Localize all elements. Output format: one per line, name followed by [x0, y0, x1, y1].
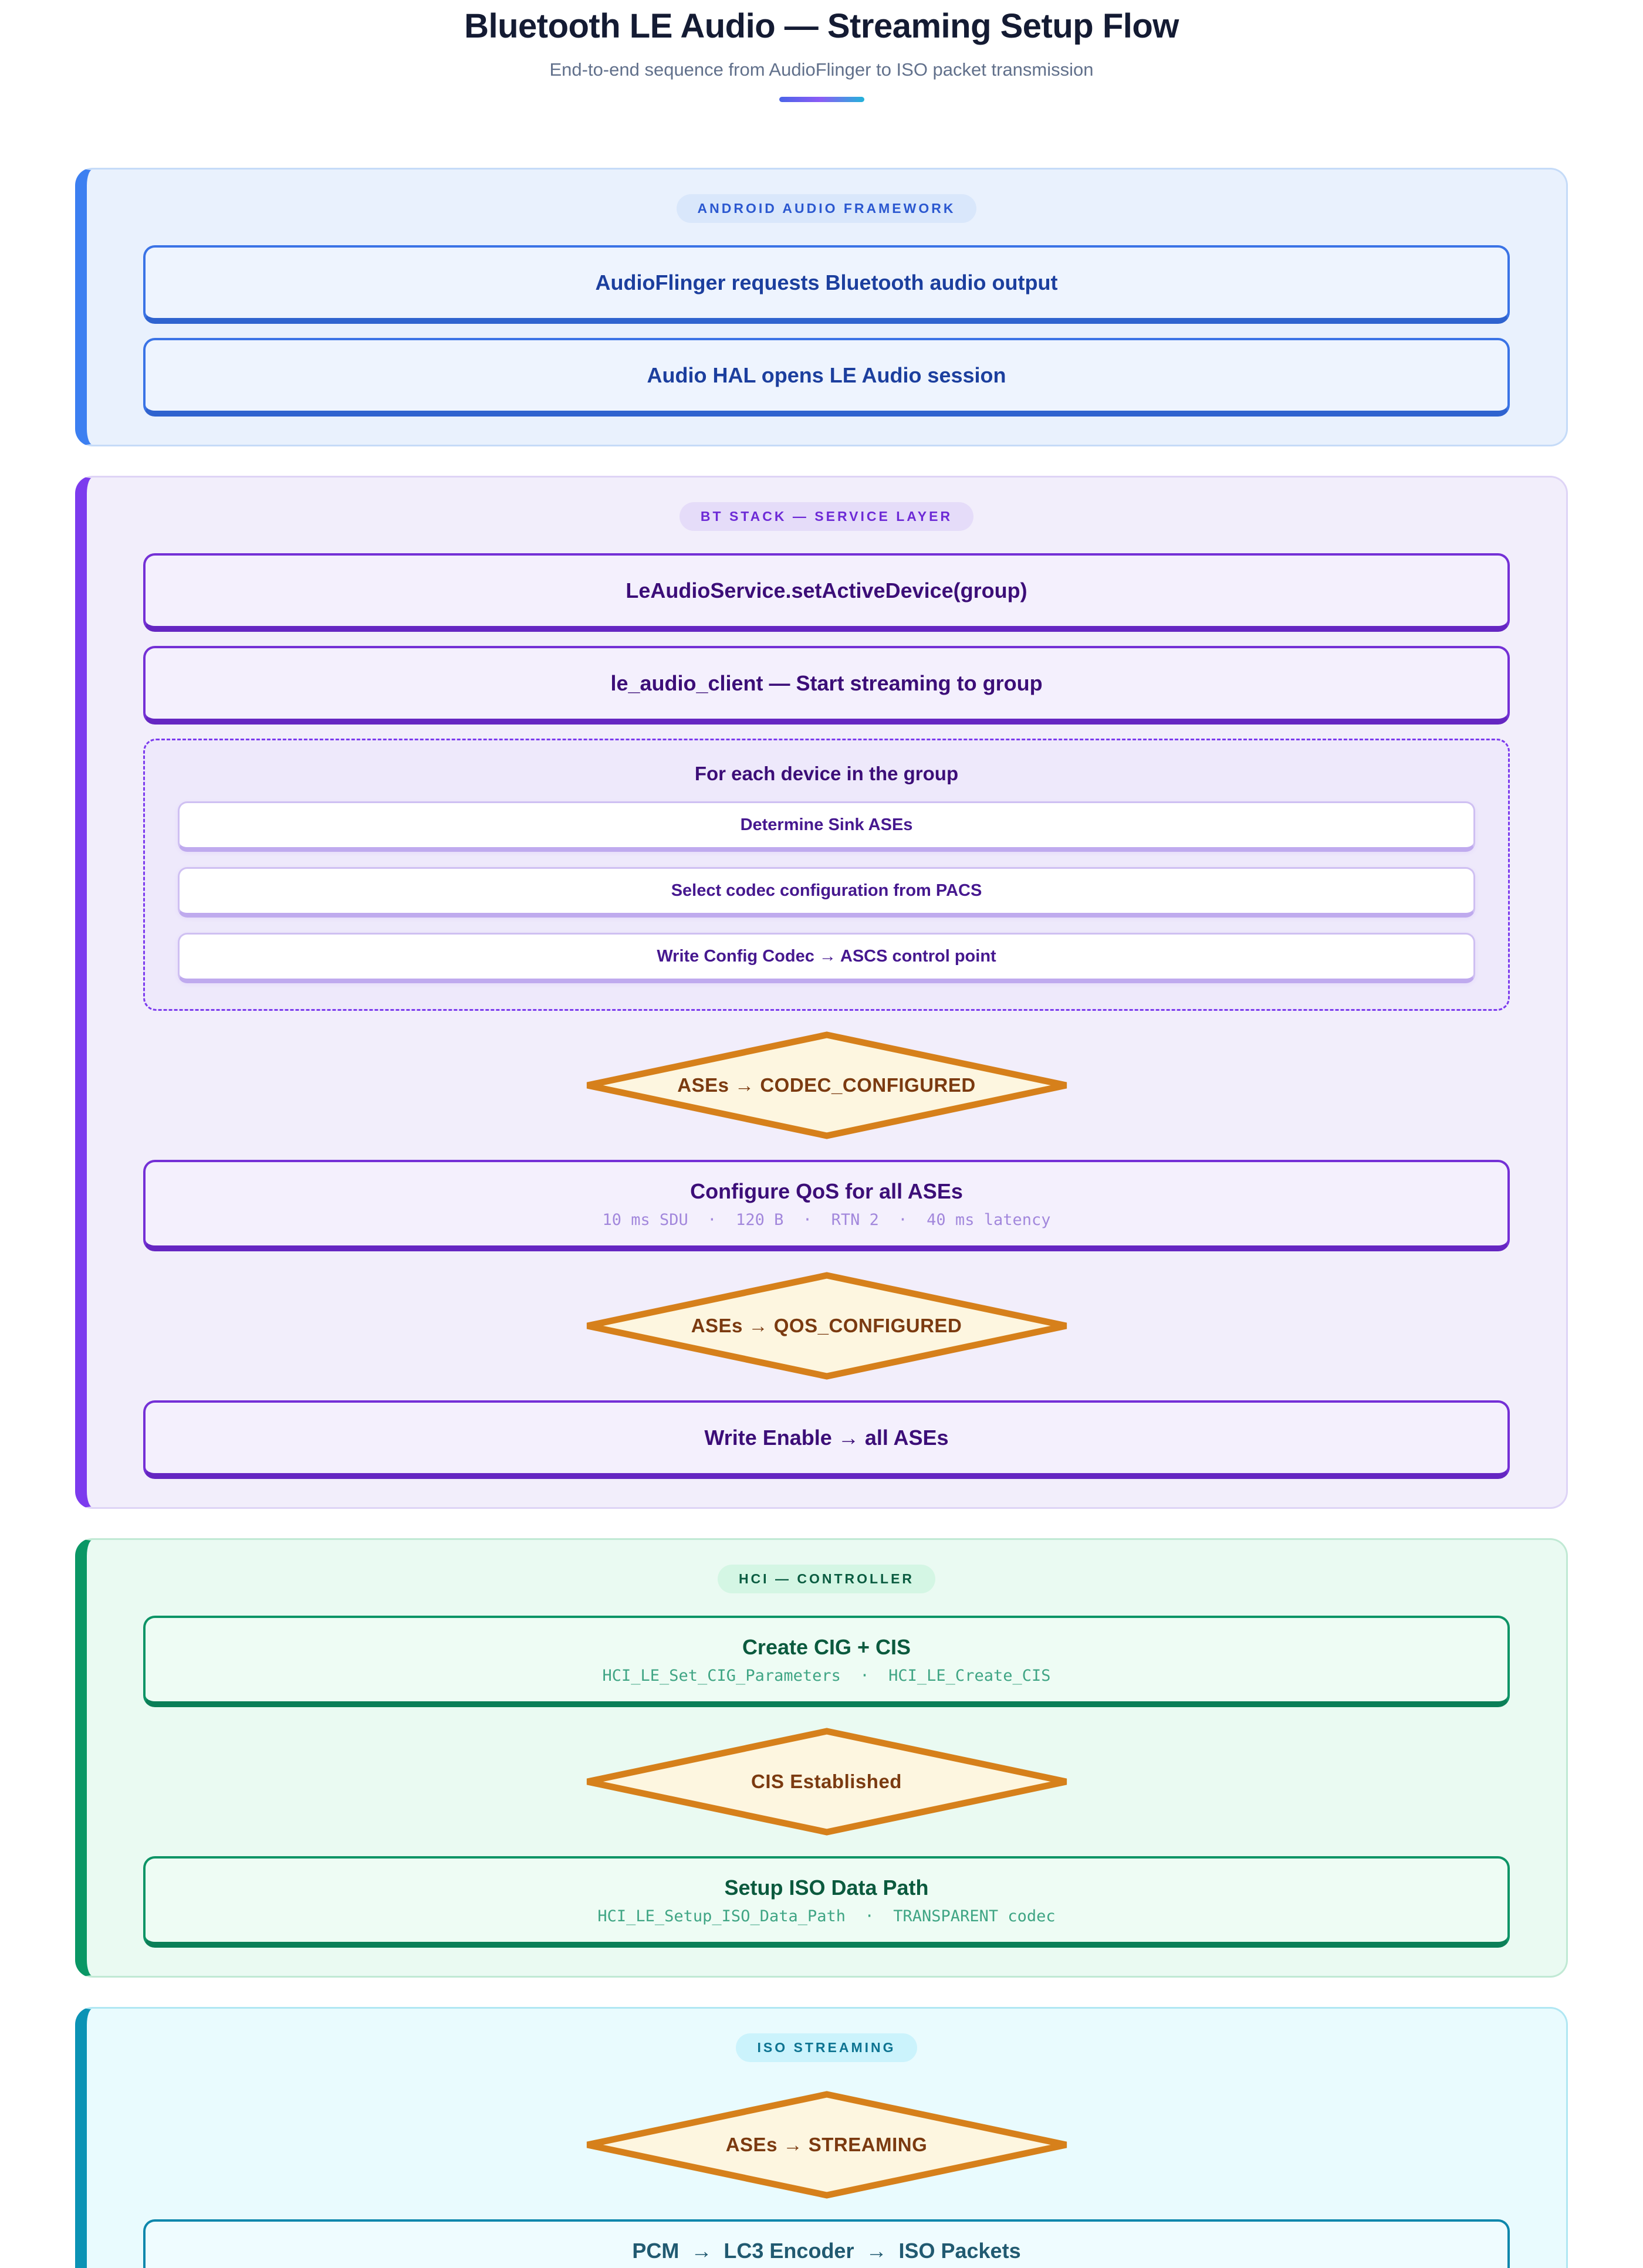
- decision-label: ASEs → QOS_CONFIGURED: [691, 1314, 962, 1336]
- step-stack: LeAudioService.setActiveDevice(group) le…: [143, 553, 1510, 1479]
- decision-ases-streaming: ASEs → STREAMING: [580, 2089, 1073, 2201]
- step-stack: AudioFlinger requests Bluetooth audio ou…: [143, 245, 1510, 417]
- diamond-shape-icon: [586, 2091, 1067, 2199]
- step-stack: Create CIG + CIS HCI_LE_Set_CIG_Paramete…: [143, 1615, 1510, 1948]
- section-badge: ANDROID AUDIO FRAMEWORK: [676, 194, 977, 223]
- decision-label: CIS Established: [751, 1771, 902, 1793]
- step-detail: 10 ms SDU · 120 B · RTN 2 · 40 ms latenc…: [602, 1210, 1051, 1229]
- step-audio-hal-session: Audio HAL opens LE Audio session: [143, 337, 1510, 417]
- step-title: Setup ISO Data Path: [724, 1876, 929, 1900]
- gradient-divider: [779, 96, 864, 102]
- loop-step-determine-sink-ases: Determine Sink ASEs: [178, 801, 1475, 852]
- section-bt-stack-service-layer: BT STACK — SERVICE LAYER LeAudioService.…: [75, 475, 1568, 1509]
- loop-title: For each device in the group: [694, 762, 959, 784]
- decision-label: ASEs → STREAMING: [725, 2134, 928, 2156]
- step-write-enable: Write Enable → all ASEs: [143, 1400, 1510, 1479]
- step-title: LeAudioService.setActiveDevice(group): [626, 578, 1027, 603]
- section-badge: BT STACK — SERVICE LAYER: [679, 502, 974, 531]
- loop-step-stack: Determine Sink ASEs Select codec configu…: [178, 801, 1475, 983]
- step-audioflinger-request: AudioFlinger requests Bluetooth audio ou…: [143, 245, 1510, 324]
- diamond-shape-icon: [586, 1272, 1067, 1380]
- step-set-active-device: LeAudioService.setActiveDevice(group): [143, 553, 1510, 632]
- step-configure-qos: Configure QoS for all ASEs 10 ms SDU · 1…: [143, 1159, 1510, 1251]
- step-title: Write Enable → all ASEs: [704, 1426, 949, 1450]
- section-badge-row: ISO STREAMING: [143, 2033, 1510, 2063]
- step-detail: HCI_LE_Setup_ISO_Data_Path · TRANSPARENT…: [597, 1907, 1056, 1926]
- step-title: Audio HAL opens LE Audio session: [647, 363, 1006, 388]
- section-iso-streaming: ISO STREAMING ASEs → STREAMING PCM → LC3…: [75, 2007, 1568, 2268]
- decision-qos-configured: ASEs → QOS_CONFIGURED: [580, 1270, 1073, 1382]
- decision-codec-configured: ASEs → CODEC_CONFIGURED: [580, 1030, 1073, 1141]
- page-subtitle: End-to-end sequence from AudioFlinger to…: [549, 59, 1094, 80]
- section-badge: ISO STREAMING: [736, 2033, 917, 2063]
- step-pcm-lc3-iso: PCM → LC3 Encoder → ISO Packets Every 10…: [143, 2219, 1510, 2268]
- section-badge-row: BT STACK — SERVICE LAYER: [143, 502, 1510, 531]
- loop-step-write-config-codec: Write Config Codec → ASCS control point: [178, 932, 1475, 983]
- step-title: le_audio_client — Start streaming to gro…: [610, 671, 1043, 696]
- step-title: PCM → LC3 Encoder → ISO Packets: [632, 2239, 1021, 2263]
- section-badge: HCI — CONTROLLER: [717, 1564, 936, 1593]
- decision-cis-established: CIS Established: [580, 1726, 1073, 1837]
- diagram-header: Bluetooth LE Audio — Streaming Setup Flo…: [0, 0, 1643, 102]
- step-start-streaming: le_audio_client — Start streaming to gro…: [143, 645, 1510, 725]
- step-create-cig-cis: Create CIG + CIS HCI_LE_Set_CIG_Paramete…: [143, 1615, 1510, 1708]
- step-setup-iso-data-path: Setup ISO Data Path HCI_LE_Setup_ISO_Dat…: [143, 1856, 1510, 1948]
- step-title: Configure QoS for all ASEs: [690, 1179, 963, 1203]
- section-android-audio-framework: ANDROID AUDIO FRAMEWORK AudioFlinger req…: [75, 167, 1568, 446]
- step-stack: ASEs → STREAMING PCM → LC3 Encoder → ISO…: [143, 2084, 1510, 2268]
- loop-step-select-codec-config: Select codec configuration from PACS: [178, 866, 1475, 918]
- section-badge-row: ANDROID AUDIO FRAMEWORK: [143, 194, 1510, 223]
- decision-label: ASEs → CODEC_CONFIGURED: [677, 1074, 976, 1096]
- diamond-shape-icon: [586, 1728, 1067, 1836]
- page-title: Bluetooth LE Audio — Streaming Setup Flo…: [464, 7, 1179, 45]
- section-hci-controller: HCI — CONTROLLER Create CIG + CIS HCI_LE…: [75, 1538, 1568, 1978]
- step-title: AudioFlinger requests Bluetooth audio ou…: [595, 270, 1058, 295]
- loop-for-each-device: For each device in the group Determine S…: [143, 738, 1510, 1011]
- step-detail: HCI_LE_Set_CIG_Parameters · HCI_LE_Creat…: [602, 1667, 1051, 1685]
- section-badge-row: HCI — CONTROLLER: [143, 1564, 1510, 1593]
- diamond-shape-icon: [586, 1031, 1067, 1139]
- step-title: Create CIG + CIS: [742, 1634, 911, 1659]
